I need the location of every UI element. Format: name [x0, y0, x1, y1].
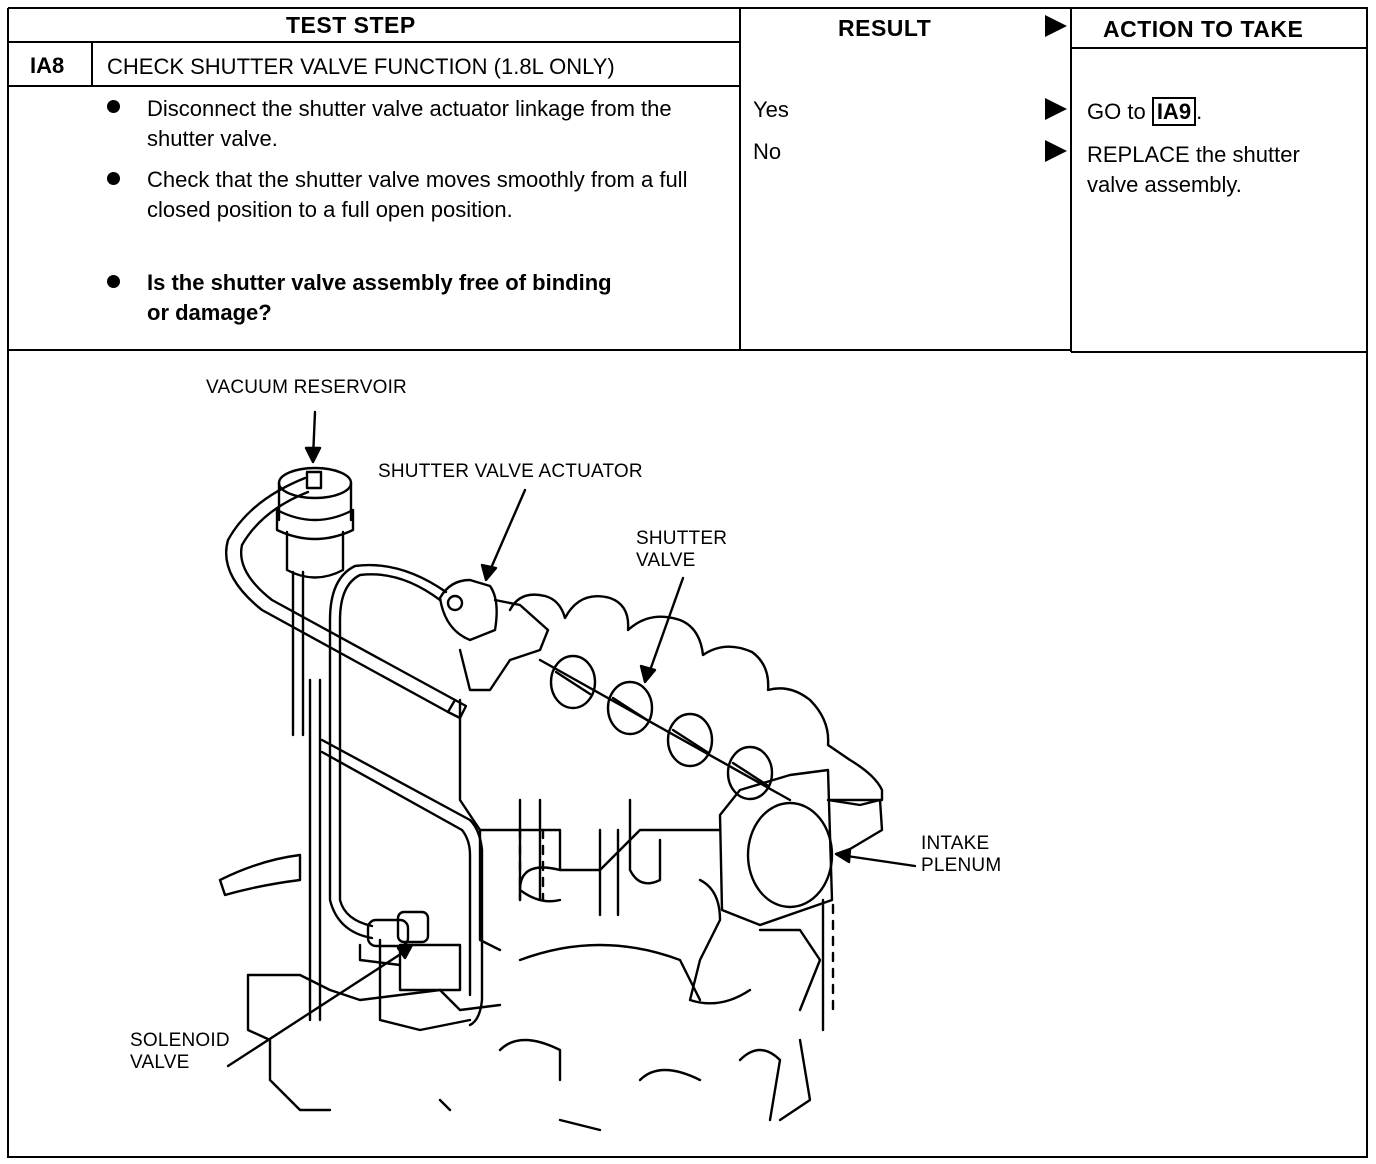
header-result: RESULT [838, 15, 932, 41]
action-yes-reference: IA9 [1151, 97, 1197, 126]
action-yes-suffix: . [1196, 99, 1203, 124]
bullet-icon [107, 100, 120, 113]
label-solenoid-valve-line1: SOLENOID [130, 1030, 230, 1051]
label-intake-plenum-line2: PLENUM [921, 855, 1002, 876]
step-bullet-1: Disconnect the shutter valve actuator li… [147, 96, 672, 151]
bullet-icon [107, 275, 120, 288]
result-yes-arrow-icon [1045, 98, 1067, 120]
label-shutter-valve-line2: VALVE [636, 550, 696, 571]
action-no: REPLACE the shutter valve assembly. [1087, 142, 1300, 197]
label-solenoid-valve-line2: VALVE [130, 1052, 190, 1073]
label-vacuum-reservoir: VACUUM RESERVOIR [206, 377, 407, 398]
step-title: CHECK SHUTTER VALVE FUNCTION (1.8L ONLY) [107, 54, 615, 79]
step-bullet-2: Check that the shutter valve moves smoot… [147, 167, 688, 222]
result-yes: Yes [753, 97, 789, 122]
label-intake-plenum-line1: INTAKE [921, 833, 990, 854]
label-shutter-valve-line1: SHUTTER [636, 528, 728, 549]
header-action: ACTION TO TAKE [1103, 16, 1304, 42]
step-bullet-3: Is the shutter valve assembly free of bi… [147, 270, 612, 325]
result-no-arrow-icon [1045, 140, 1067, 162]
action-yes: GO to IA9. [1087, 97, 1203, 126]
header-arrow-icon [1045, 15, 1067, 37]
step-id: IA8 [30, 53, 65, 78]
bullet-icon [107, 172, 120, 185]
header-test-step: TEST STEP [286, 12, 416, 38]
label-shutter-valve-actuator: SHUTTER VALVE ACTUATOR [378, 461, 643, 482]
result-no: No [753, 139, 782, 164]
action-yes-prefix: GO to [1087, 99, 1146, 124]
